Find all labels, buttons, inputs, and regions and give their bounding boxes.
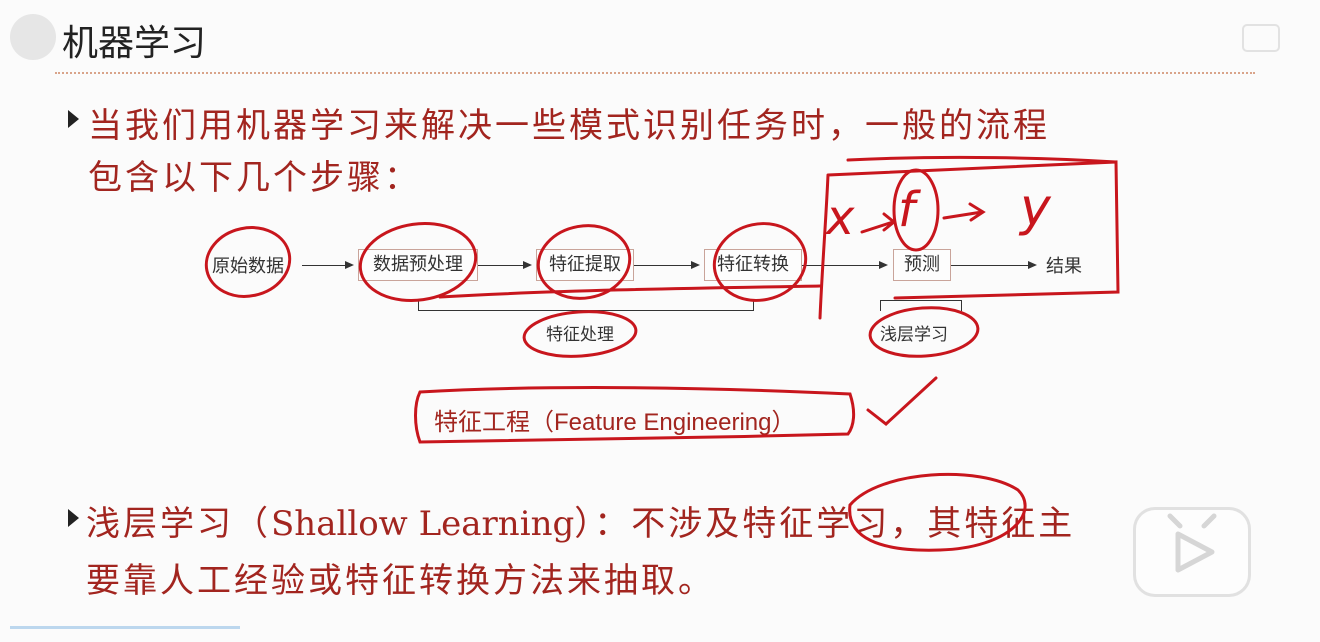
bullet1-line2: 包含以下几个步骤： [88,158,421,198]
bullet2-part-a: 浅层学习（ [86,504,271,544]
slide-title: 机器学习 [62,23,207,64]
feature-processing-label: 特征处理 [546,325,614,345]
ink-circle-preprocess [358,222,478,302]
ink-formula-arrow2 [942,202,986,222]
ink-circle-feature-transform [712,222,808,302]
ink-underline-flow [438,284,822,299]
ink-circle-feature-processing [522,310,638,358]
ink-box-feature-engineering [414,386,856,444]
ink-circle-f [892,168,940,252]
ink-formula-f: f [898,182,915,238]
bullet2-part-b: ）：不涉及特征学习，其特征主 [574,504,1076,544]
flow-arrow [302,261,354,269]
screen-icon[interactable] [1242,24,1280,52]
channel-logo-icon [10,14,56,60]
bullet2-english: Shallow Learning [271,504,575,544]
ink-circle-feature-learning [848,472,1027,552]
flow-step-result: 结果 [1046,256,1082,277]
bullet1-line1: 当我们用机器学习来解决一些模式识别任务时，一般的流程 [88,106,1050,146]
flow-arrow [951,261,1037,269]
play-icon [1167,513,1217,573]
bullet2-line2: 要靠人工经验或特征转换方法来抽取。 [86,561,715,601]
ink-formula-x: x [826,190,855,246]
ink-formula-arrow1 [860,212,897,234]
ink-checkmark [866,376,938,426]
flow-step-raw-data: 原始数据 [212,256,284,277]
feature-engineering-label: 特征工程（Feature Engineering） [434,409,796,436]
bullet-marker-icon [68,110,79,128]
flow-step-feature-transform: 特征转换 [704,249,802,281]
flow-step-predict: 预测 [893,249,951,281]
play-button[interactable] [1133,507,1251,597]
ink-box-model [818,160,1120,320]
flow-step-feature-extraction: 特征提取 [536,249,634,281]
ink-circle-feature-extraction [536,224,632,300]
flow-arrow [802,261,888,269]
ink-box-top [846,155,1118,164]
flow-step-preprocess: 数据预处理 [358,249,478,281]
shallow-learning-bracket [880,300,962,311]
title-divider [55,72,1255,74]
bullet2-line1: 浅层学习（Shallow Learning）：不涉及特征学习，其特征主 [86,496,1075,545]
flow-arrow [478,261,532,269]
flow-arrow [634,261,700,269]
shallow-learning-label: 浅层学习 [880,325,948,345]
ink-circle-raw-data [204,226,292,298]
video-progress-bar[interactable] [10,626,240,629]
ink-circle-shallow-learning [868,306,980,358]
ink-formula-y: y [1020,178,1051,238]
bullet-marker-icon [68,509,79,527]
